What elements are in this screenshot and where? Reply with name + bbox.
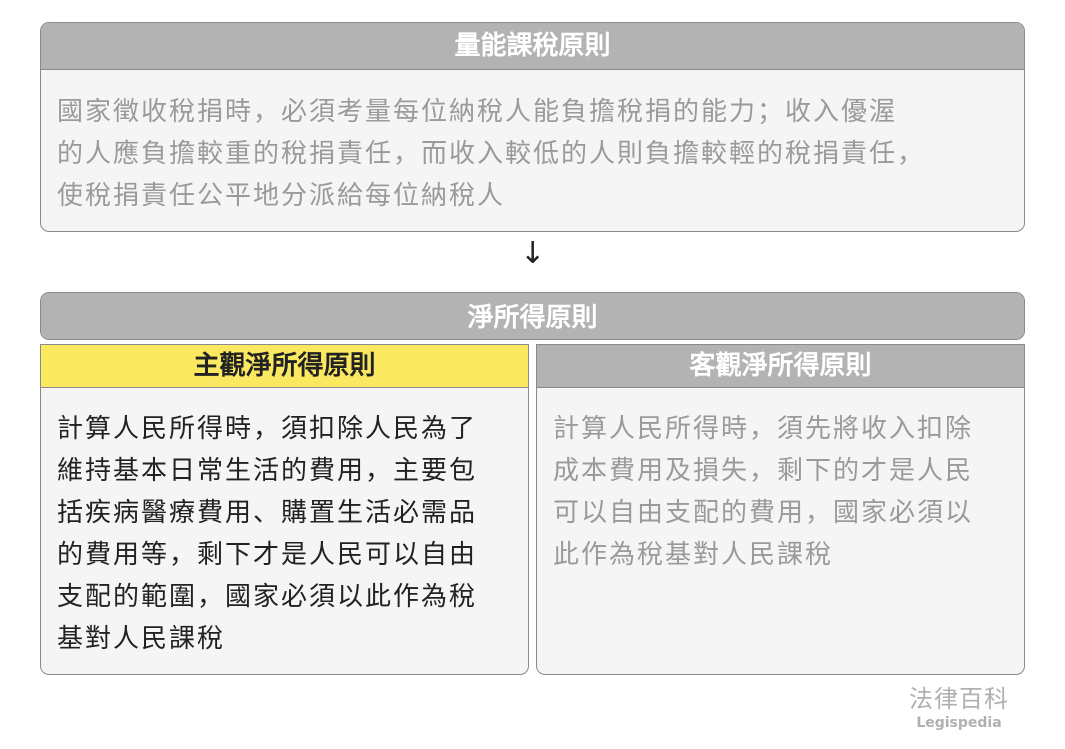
text-line: 基對人民課稅	[57, 624, 226, 654]
text-line: 的人應負擔較重的稅捐責任，而收入較低的人則負擔較輕的稅捐責任，	[57, 139, 926, 169]
top-box: 量能課稅原則 國家徵收稅捐時，必須考量每位納稅人能負擔稅捐的能力；收入優渥 的人…	[40, 22, 1025, 232]
logo-name: 法律百科	[909, 685, 1009, 713]
middle-title: 淨所得原則	[41, 293, 1024, 339]
arrow-down-icon: ↓	[520, 236, 546, 271]
text-line: 成本費用及損失，剩下的才是人民	[553, 456, 974, 486]
text-line: 支配的範圍，國家必須以此作為稅	[57, 582, 478, 612]
text-line: 維持基本日常生活的費用，主要包	[57, 456, 478, 486]
right-title: 客觀淨所得原則	[537, 345, 1024, 388]
text-line: 的費用等，剩下才是人民可以自由	[57, 540, 478, 570]
text-line: 計算人民所得時，須先將收入扣除	[553, 414, 974, 444]
right-text: 計算人民所得時，須先將收入扣除 成本費用及損失，剩下的才是人民 可以自由支配的費…	[537, 388, 1024, 576]
logo: 法律百科 Legispedia	[900, 684, 1018, 732]
left-title: 主觀淨所得原則	[41, 345, 528, 388]
text-line: 括疾病醫療費用、購置生活必需品	[57, 498, 478, 528]
text-line: 此作為稅基對人民課稅	[553, 540, 834, 570]
logo-sub: Legispedia	[916, 715, 1002, 731]
text-line: 使稅捐責任公平地分派給每位納稅人	[57, 181, 506, 211]
left-text: 計算人民所得時，須扣除人民為了 維持基本日常生活的費用，主要包 括疾病醫療費用、…	[41, 388, 528, 660]
top-title: 量能課稅原則	[41, 23, 1024, 70]
right-box: 客觀淨所得原則 計算人民所得時，須先將收入扣除 成本費用及損失，剩下的才是人民 …	[536, 344, 1025, 675]
text-line: 國家徵收稅捐時，必須考量每位納稅人能負擔稅捐的能力；收入優渥	[57, 97, 898, 127]
text-line: 計算人民所得時，須扣除人民為了	[57, 414, 478, 444]
text-line: 可以自由支配的費用，國家必須以	[553, 498, 974, 528]
middle-header-box: 淨所得原則	[40, 292, 1025, 340]
top-text: 國家徵收稅捐時，必須考量每位納稅人能負擔稅捐的能力；收入優渥 的人應負擔較重的稅…	[41, 70, 1024, 217]
left-box: 主觀淨所得原則 計算人民所得時，須扣除人民為了 維持基本日常生活的費用，主要包 …	[40, 344, 529, 675]
